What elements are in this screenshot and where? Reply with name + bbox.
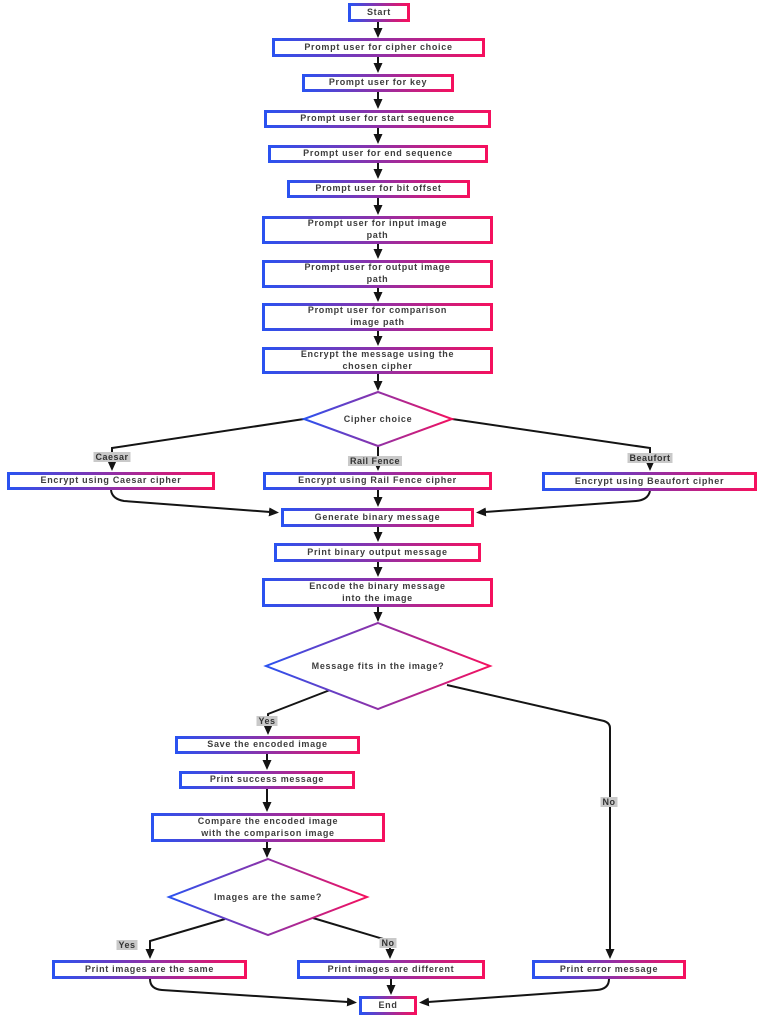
node-save-encoded: Save the encoded image — [175, 736, 360, 754]
node-prompt-input-image-path: Prompt user for input image path — [262, 216, 493, 244]
node-print-images-different: Print images are different — [297, 960, 485, 979]
node-print-error: Print error message — [532, 960, 686, 979]
node-encrypt-rail-fence: Encrypt using Rail Fence cipher — [263, 472, 492, 490]
decision-cipher-choice-label: Cipher choice — [343, 414, 413, 424]
edge-cipher-choice-caesar — [107, 418, 305, 471]
node-generate-binary: Generate binary message — [281, 508, 474, 527]
node-prompt-end-sequence: Prompt user for end sequence — [268, 145, 488, 163]
node-prompt-cipher-choice: Prompt user for cipher choice — [272, 38, 485, 57]
node-prompt-start-sequence: Prompt user for start sequence — [264, 110, 491, 128]
node-encode-binary: Encode the binary message into the image — [262, 578, 493, 607]
edge-label-beaufort: Beaufort — [627, 453, 673, 463]
edge-cipher-choice-beaufort — [451, 418, 655, 471]
edge-label-same-yes: Yes — [116, 940, 138, 950]
decision-images-same-shape — [166, 857, 370, 937]
edge-print-error-to-end — [419, 978, 610, 1007]
edge-beaufort-to-generate — [476, 490, 651, 517]
decision-message-fits-shape — [263, 621, 493, 711]
node-encrypt-beaufort: Encrypt using Beaufort cipher — [542, 472, 757, 491]
edge-images-same-no — [312, 917, 395, 959]
node-start: Start — [348, 3, 410, 22]
node-print-images-same: Print images are the same — [52, 960, 247, 979]
node-prompt-comparison-image-path: Prompt user for comparison image path — [262, 303, 493, 331]
node-encrypt-caesar: Encrypt using Caesar cipher — [7, 472, 215, 490]
edge-label-fits-no: No — [600, 797, 618, 807]
edge-label-same-no: No — [379, 938, 397, 948]
decision-message-fits-label: Message fits in the image? — [311, 661, 445, 671]
node-prompt-output-image-path: Prompt user for output image path — [262, 260, 493, 288]
node-print-binary-output: Print binary output message — [274, 543, 481, 562]
edge-label-rail-fence: Rail Fence — [347, 456, 403, 466]
decision-cipher-choice-shape — [301, 390, 455, 448]
node-end: End — [359, 996, 417, 1015]
node-encrypt-message: Encrypt the message using the chosen cip… — [262, 347, 493, 374]
node-prompt-key: Prompt user for key — [302, 74, 454, 92]
node-prompt-bit-offset: Prompt user for bit offset — [287, 180, 470, 198]
edge-label-caesar: Caesar — [93, 452, 131, 462]
node-print-success: Print success message — [179, 771, 355, 789]
edge-label-fits-yes: Yes — [256, 716, 278, 726]
edge-message-fits-no — [446, 684, 615, 959]
edge-caesar-to-generate — [110, 489, 279, 517]
node-compare-images: Compare the encoded image with the compa… — [151, 813, 385, 842]
decision-images-same-label: Images are the same? — [213, 892, 323, 902]
edge-print-same-to-end — [149, 978, 357, 1007]
edge-images-same-yes — [145, 918, 226, 959]
